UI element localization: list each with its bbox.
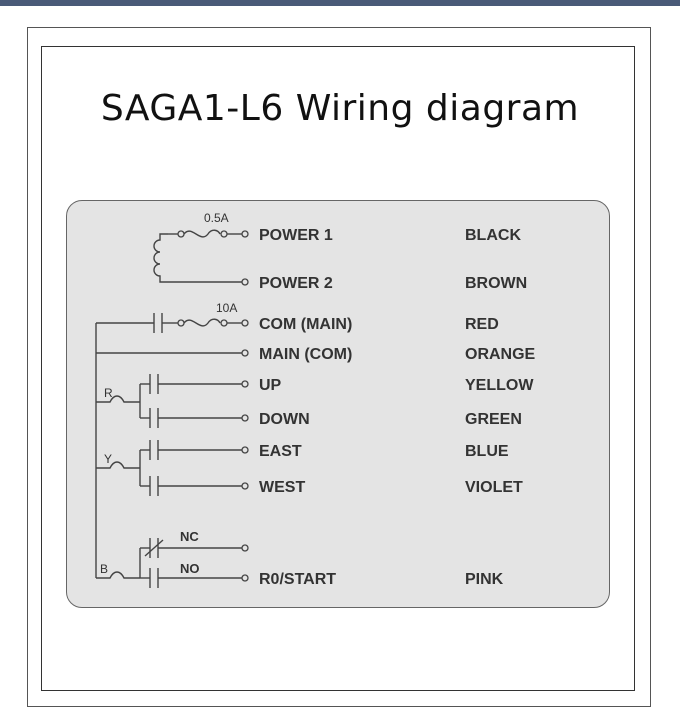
diagram-title: SAGA1-L6 Wiring diagram [100,88,580,129]
terminal-name: MAIN (COM) [259,346,352,363]
wire-color: ORANGE [465,346,536,363]
relay-r-label: R [104,386,113,400]
terminal-name: WEST [259,479,305,496]
wire-color: RED [465,316,499,333]
wire-color-labels: BLACK BROWN RED ORANGE YELLOW GREEN BLUE… [465,227,536,588]
relay-b-label: B [100,562,108,576]
wire-color: VIOLET [465,479,523,496]
no-contact-label: NO [180,561,200,576]
inner-frame [41,46,635,691]
top-accent-bar [0,0,680,6]
wire-color: YELLOW [465,377,534,394]
wire-color: PINK [465,571,504,588]
terminal-name: POWER 2 [259,275,333,292]
wiring-panel [66,200,610,608]
terminal-labels: POWER 1 POWER 2 COM (MAIN) MAIN (COM) UP… [259,227,352,588]
terminal-name: EAST [259,443,302,460]
relay-b-group: B NC NO [96,529,249,588]
relay-r-group: R [96,374,242,428]
terminal-name: POWER 1 [259,227,333,244]
coil-symbol [153,233,242,283]
terminal-name: R0/START [259,571,336,588]
relay-y-group: Y [96,440,242,496]
main-contact-line: 10A [96,301,242,333]
wire-color: BROWN [465,275,527,292]
wire-color: BLUE [465,443,509,460]
wire-color: BLACK [465,227,521,244]
nc-contact-label: NC [180,529,199,544]
fuse-small: 0.5A [177,211,242,238]
outer-frame [27,27,651,707]
terminal-name: COM (MAIN) [259,316,352,333]
relay-y-label: Y [104,452,112,466]
wire-color: GREEN [465,411,522,428]
terminal-name: DOWN [259,411,310,428]
fuse-small-label: 0.5A [204,211,229,225]
terminal-nodes [241,230,249,582]
terminal-name: UP [259,377,282,394]
fuse-large-label: 10A [216,301,237,315]
